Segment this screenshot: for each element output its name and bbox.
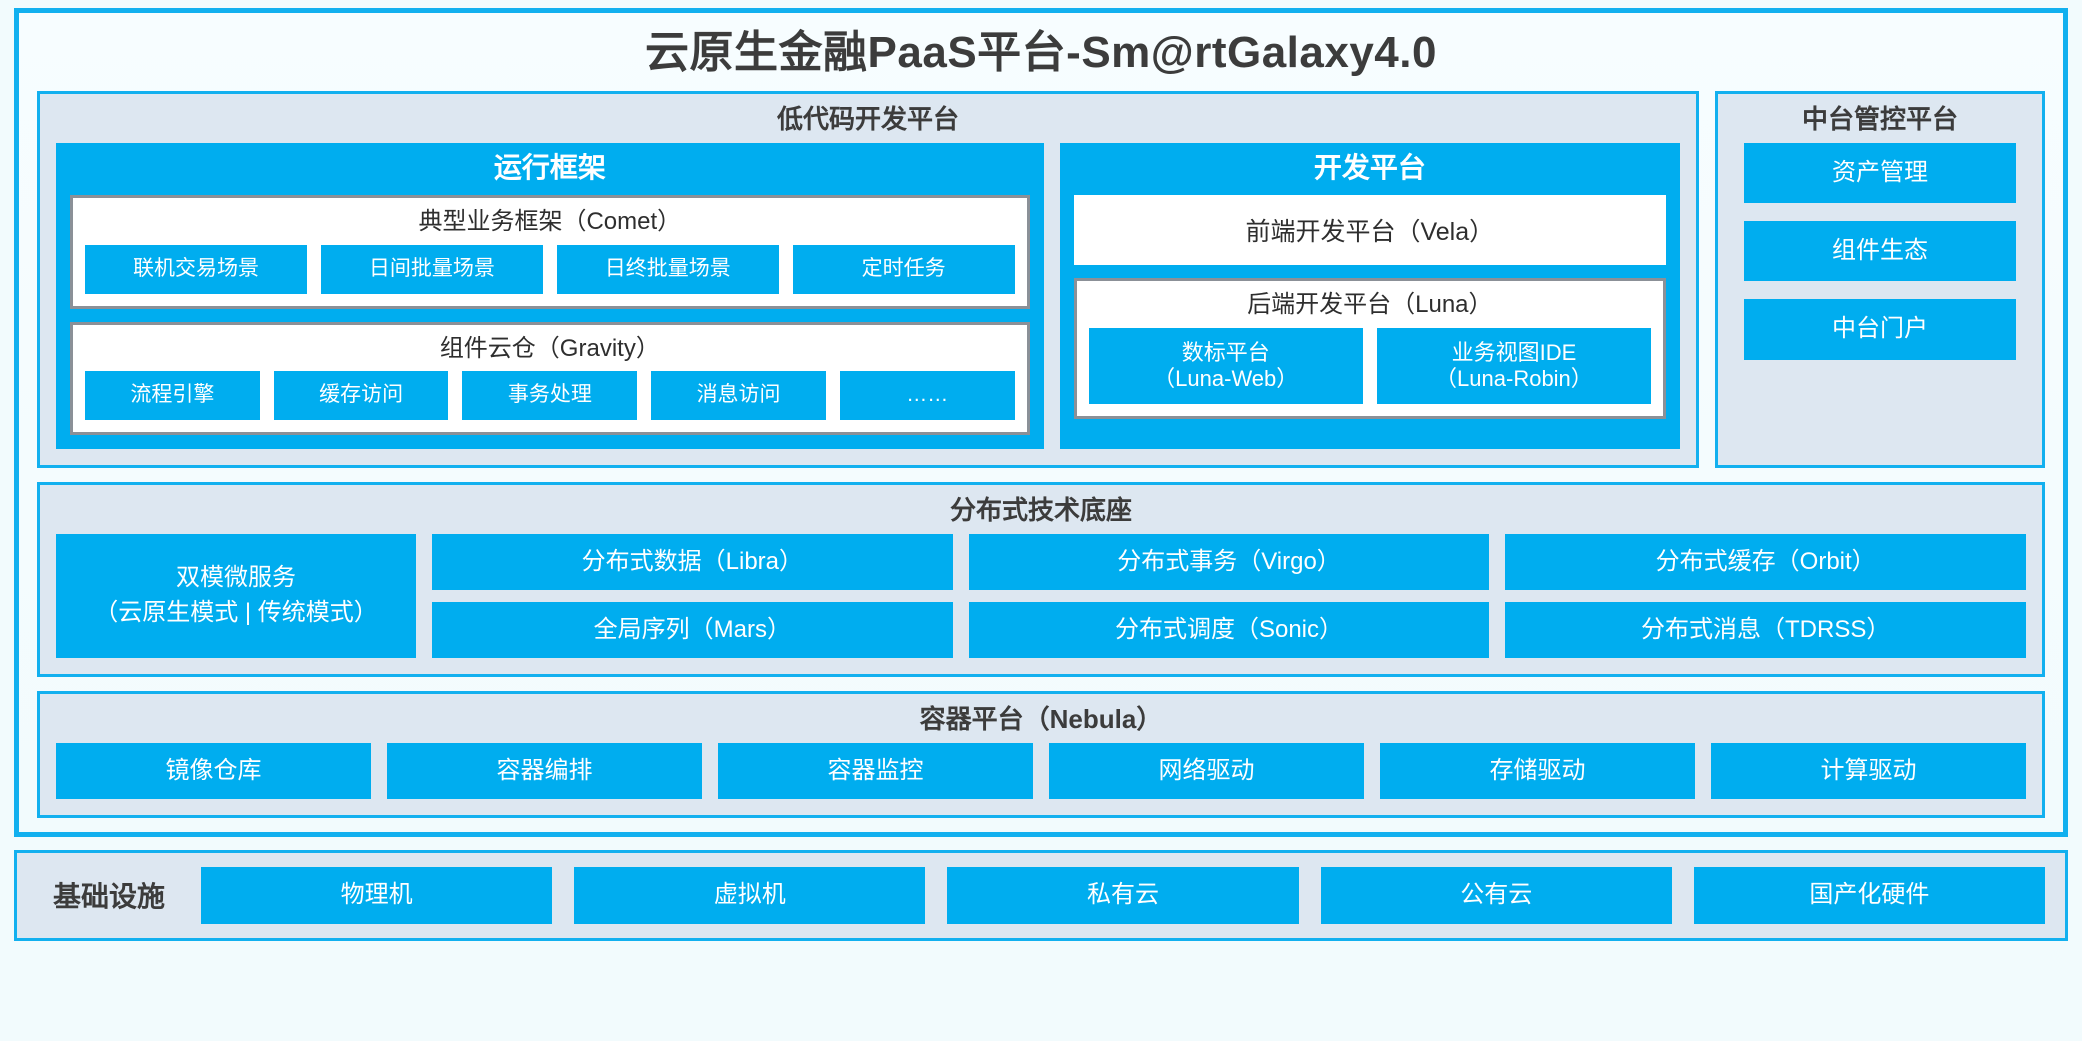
tile-distributed-cache-orbit[interactable]: 分布式缓存（Orbit） bbox=[1505, 533, 2027, 591]
infra-tile-physical-machine[interactable]: 物理机 bbox=[201, 867, 553, 924]
container-tile-image-registry[interactable]: 镜像仓库 bbox=[56, 742, 371, 800]
tile-dual-mode-microservice[interactable]: 双模微服务 （云原生模式 | 传统模式） bbox=[56, 533, 416, 659]
container-tile-storage-driver[interactable]: 存储驱动 bbox=[1380, 742, 1695, 800]
container-platform-section: 容器平台（Nebula） 镜像仓库 容器编排 容器监控 网络驱动 存储驱动 计算… bbox=[37, 691, 2045, 819]
lowcode-platform-section: 低代码开发平台 运行框架 典型业务框架（Comet） 联机交易场景 日间批量场景… bbox=[37, 91, 1699, 469]
container-tile-compute-driver[interactable]: 计算驱动 bbox=[1711, 742, 2026, 800]
comet-tile-online-transaction[interactable]: 联机交易场景 bbox=[85, 244, 307, 294]
luna-tile-row: 数标平台 （Luna-Web） 业务视图IDE （Luna-Robin） bbox=[1088, 327, 1652, 404]
tile-distributed-data-libra[interactable]: 分布式数据（Libra） bbox=[432, 533, 953, 591]
main-platform-panel: 云原生金融PaaS平台-Sm@rtGalaxy4.0 低代码开发平台 运行框架 … bbox=[14, 8, 2068, 838]
distributed-tech-title: 分布式技术底座 bbox=[949, 495, 1132, 526]
container-tile-orchestration[interactable]: 容器编排 bbox=[387, 742, 702, 800]
development-platform-card: 开发平台 前端开发平台（Vela） 后端开发平台（Luna） 数标平台 （Lun… bbox=[1059, 142, 1680, 450]
tile-distributed-transaction-virgo[interactable]: 分布式事务（Virgo） bbox=[968, 533, 1490, 591]
tile-distributed-scheduling-sonic[interactable]: 分布式调度（Sonic） bbox=[968, 602, 1490, 659]
container-platform-title: 容器平台（Nebula） bbox=[919, 704, 1163, 735]
comet-tile-scheduled-task[interactable]: 定时任务 bbox=[792, 244, 1015, 294]
container-platform-body: 镜像仓库 容器编排 容器监控 网络驱动 存储驱动 计算驱动 bbox=[40, 742, 2042, 815]
distributed-tech-body: 双模微服务 （云原生模式 | 传统模式） 分布式数据（Libra） 全局序列（M… bbox=[40, 533, 2042, 675]
gravity-tile-message-access[interactable]: 消息访问 bbox=[651, 371, 826, 421]
luna-group-title: 后端开发平台（Luna） bbox=[1247, 291, 1493, 319]
comet-tile-intraday-batch[interactable]: 日间批量场景 bbox=[320, 244, 543, 294]
comet-tile-eod-batch[interactable]: 日终批量场景 bbox=[556, 244, 779, 294]
gravity-tile-more[interactable]: …… bbox=[839, 371, 1015, 421]
lowcode-platform-body: 运行框架 典型业务框架（Comet） 联机交易场景 日间批量场景 日终批量场景 … bbox=[40, 142, 1696, 466]
infrastructure-label: 基础设施 bbox=[53, 881, 166, 913]
distributed-column-3: 分布式缓存（Orbit） 分布式消息（TDRSS） bbox=[1505, 533, 2027, 659]
gravity-group: 组件云仓（Gravity） 流程引擎 缓存访问 事务处理 消息访问 …… bbox=[70, 321, 1030, 436]
lowcode-platform-title: 低代码开发平台 bbox=[776, 104, 959, 134]
comet-tile-row: 联机交易场景 日间批量场景 日终批量场景 定时任务 bbox=[85, 244, 1015, 294]
luna-tile-luna-web[interactable]: 数标平台 （Luna-Web） bbox=[1088, 327, 1363, 404]
container-tile-network-driver[interactable]: 网络驱动 bbox=[1049, 742, 1364, 800]
luna-tile-luna-robin[interactable]: 业务视图IDE （Luna-Robin） bbox=[1376, 327, 1652, 404]
tile-distributed-message-tdrss[interactable]: 分布式消息（TDRSS） bbox=[1505, 602, 2027, 659]
gravity-tile-transaction-processing[interactable]: 事务处理 bbox=[462, 371, 638, 421]
page-title: 云原生金融PaaS平台-Sm@rtGalaxy4.0 bbox=[645, 28, 1437, 77]
midoffice-control-platform-title: 中台管控平台 bbox=[1801, 104, 1958, 134]
distributed-column-1: 分布式数据（Libra） 全局序列（Mars） bbox=[432, 533, 953, 659]
runtime-framework-card: 运行框架 典型业务框架（Comet） 联机交易场景 日间批量场景 日终批量场景 … bbox=[56, 142, 1044, 450]
comet-group: 典型业务框架（Comet） 联机交易场景 日间批量场景 日终批量场景 定时任务 bbox=[70, 195, 1030, 309]
top-row: 低代码开发平台 运行框架 典型业务框架（Comet） 联机交易场景 日间批量场景… bbox=[37, 91, 2045, 469]
tile-global-sequence-mars[interactable]: 全局序列（Mars） bbox=[432, 602, 953, 659]
midoffice-body: 资产管理 组件生态 中台门户 bbox=[1718, 142, 2042, 466]
infrastructure-section: 基础设施 物理机 虚拟机 私有云 公有云 国产化硬件 bbox=[14, 850, 2068, 941]
infra-tile-private-cloud[interactable]: 私有云 bbox=[947, 867, 1299, 924]
midoffice-tile-portal[interactable]: 中台门户 bbox=[1744, 299, 2016, 360]
comet-group-title: 典型业务框架（Comet） bbox=[418, 208, 682, 236]
runtime-framework-title: 运行框架 bbox=[493, 151, 606, 183]
frontend-dev-platform-box[interactable]: 前端开发平台（Vela） bbox=[1073, 195, 1666, 266]
distributed-tech-section: 分布式技术底座 双模微服务 （云原生模式 | 传统模式） 分布式数据（Libra… bbox=[37, 482, 2045, 678]
gravity-tile-cache-access[interactable]: 缓存访问 bbox=[273, 371, 449, 421]
gravity-group-title: 组件云仓（Gravity） bbox=[439, 334, 660, 362]
distributed-column-2: 分布式事务（Virgo） 分布式调度（Sonic） bbox=[968, 533, 1490, 659]
midoffice-control-platform-section: 中台管控平台 资产管理 组件生态 中台门户 bbox=[1715, 91, 2045, 469]
midoffice-tile-asset-management[interactable]: 资产管理 bbox=[1744, 142, 2016, 203]
development-platform-title: 开发平台 bbox=[1313, 151, 1426, 183]
gravity-tile-row: 流程引擎 缓存访问 事务处理 消息访问 …… bbox=[85, 371, 1015, 421]
gravity-tile-process-engine[interactable]: 流程引擎 bbox=[85, 371, 260, 421]
infra-tile-domestic-hardware[interactable]: 国产化硬件 bbox=[1693, 867, 2046, 924]
infra-tile-public-cloud[interactable]: 公有云 bbox=[1320, 867, 1672, 924]
midoffice-tile-component-ecosystem[interactable]: 组件生态 bbox=[1744, 220, 2016, 282]
infra-tile-virtual-machine[interactable]: 虚拟机 bbox=[574, 867, 926, 924]
dual-mode-microservice-column: 双模微服务 （云原生模式 | 传统模式） bbox=[56, 533, 416, 659]
luna-group: 后端开发平台（Luna） 数标平台 （Luna-Web） 业务视图IDE （Lu… bbox=[1073, 278, 1666, 419]
container-tile-monitoring[interactable]: 容器监控 bbox=[718, 742, 1033, 800]
